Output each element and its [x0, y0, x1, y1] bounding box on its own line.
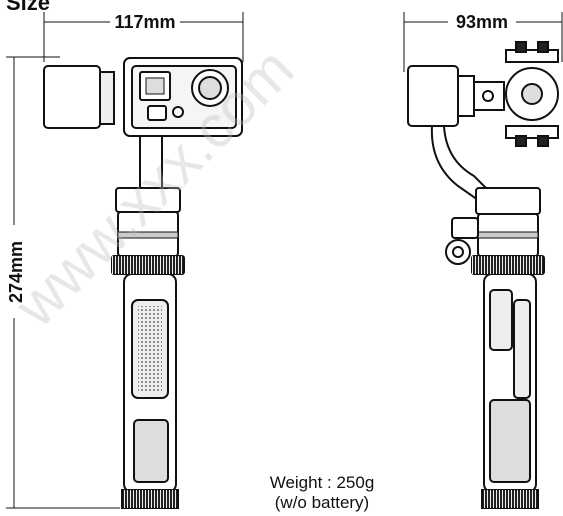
side-width-label: 93mm	[456, 12, 508, 32]
side-width-dimension	[403, 12, 563, 72]
weight-line-1: Weight : 250g	[270, 473, 375, 492]
front-width-label: 117mm	[114, 12, 175, 32]
weight-line-2: (w/o battery)	[275, 493, 369, 512]
roll-motor	[43, 65, 101, 129]
base-knurl	[122, 490, 178, 508]
grip-texture	[138, 306, 162, 392]
front-width-dimension	[43, 12, 244, 62]
side-roll-motor	[407, 65, 459, 127]
side-base-knurl	[482, 490, 538, 508]
side-ring-knurl	[472, 256, 544, 274]
side-view-gimbal	[407, 41, 559, 509]
ring-knurl	[112, 256, 184, 274]
height-dimension	[6, 56, 120, 509]
height-label: 274mm	[6, 241, 26, 303]
section-title: Size	[6, 0, 50, 15]
